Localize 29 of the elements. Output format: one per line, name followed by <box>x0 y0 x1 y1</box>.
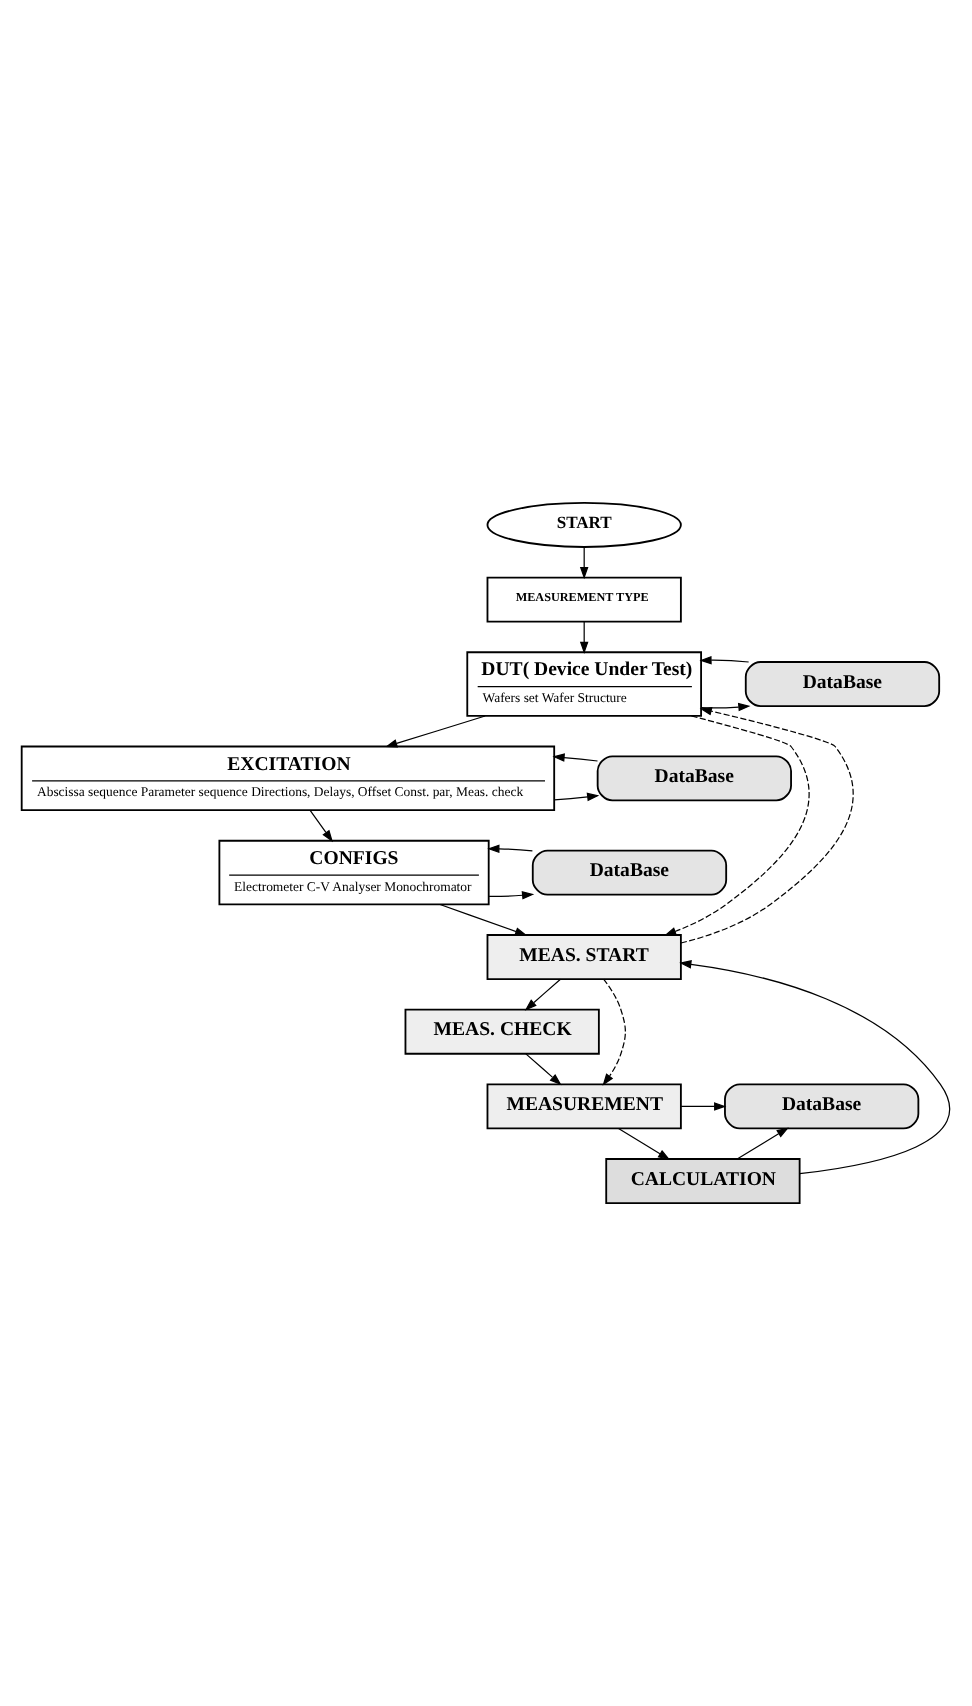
node-box: MEAS. CHECK <box>404 1008 600 1055</box>
arrow <box>579 546 589 580</box>
arrow <box>487 844 533 854</box>
arrow <box>664 715 810 936</box>
arrow <box>700 702 751 712</box>
arrow <box>488 891 535 900</box>
arrow <box>680 1102 727 1111</box>
node-box: DataBase <box>531 849 728 896</box>
arrow <box>385 715 486 748</box>
node-box: DataBase <box>596 755 792 802</box>
arrow <box>617 1127 671 1160</box>
node-box: DataBase <box>724 1083 920 1130</box>
node-box: DataBase <box>744 661 941 707</box>
node-box: MEASUREMENT <box>486 1083 682 1130</box>
arrow <box>309 810 333 843</box>
arrow <box>680 707 854 944</box>
arrow <box>679 960 951 1175</box>
node-ellipse: START <box>486 501 682 548</box>
arrow <box>552 753 599 762</box>
arrow <box>553 792 600 802</box>
node-box: MEAS. START <box>486 934 682 980</box>
arrow <box>525 1053 562 1086</box>
arrow <box>439 903 528 936</box>
arrow <box>524 978 562 1011</box>
arrow <box>602 978 626 1086</box>
arrow <box>736 1127 789 1160</box>
arrow <box>579 621 589 655</box>
node-box: CALCULATION <box>605 1158 801 1204</box>
arrow <box>699 655 750 665</box>
